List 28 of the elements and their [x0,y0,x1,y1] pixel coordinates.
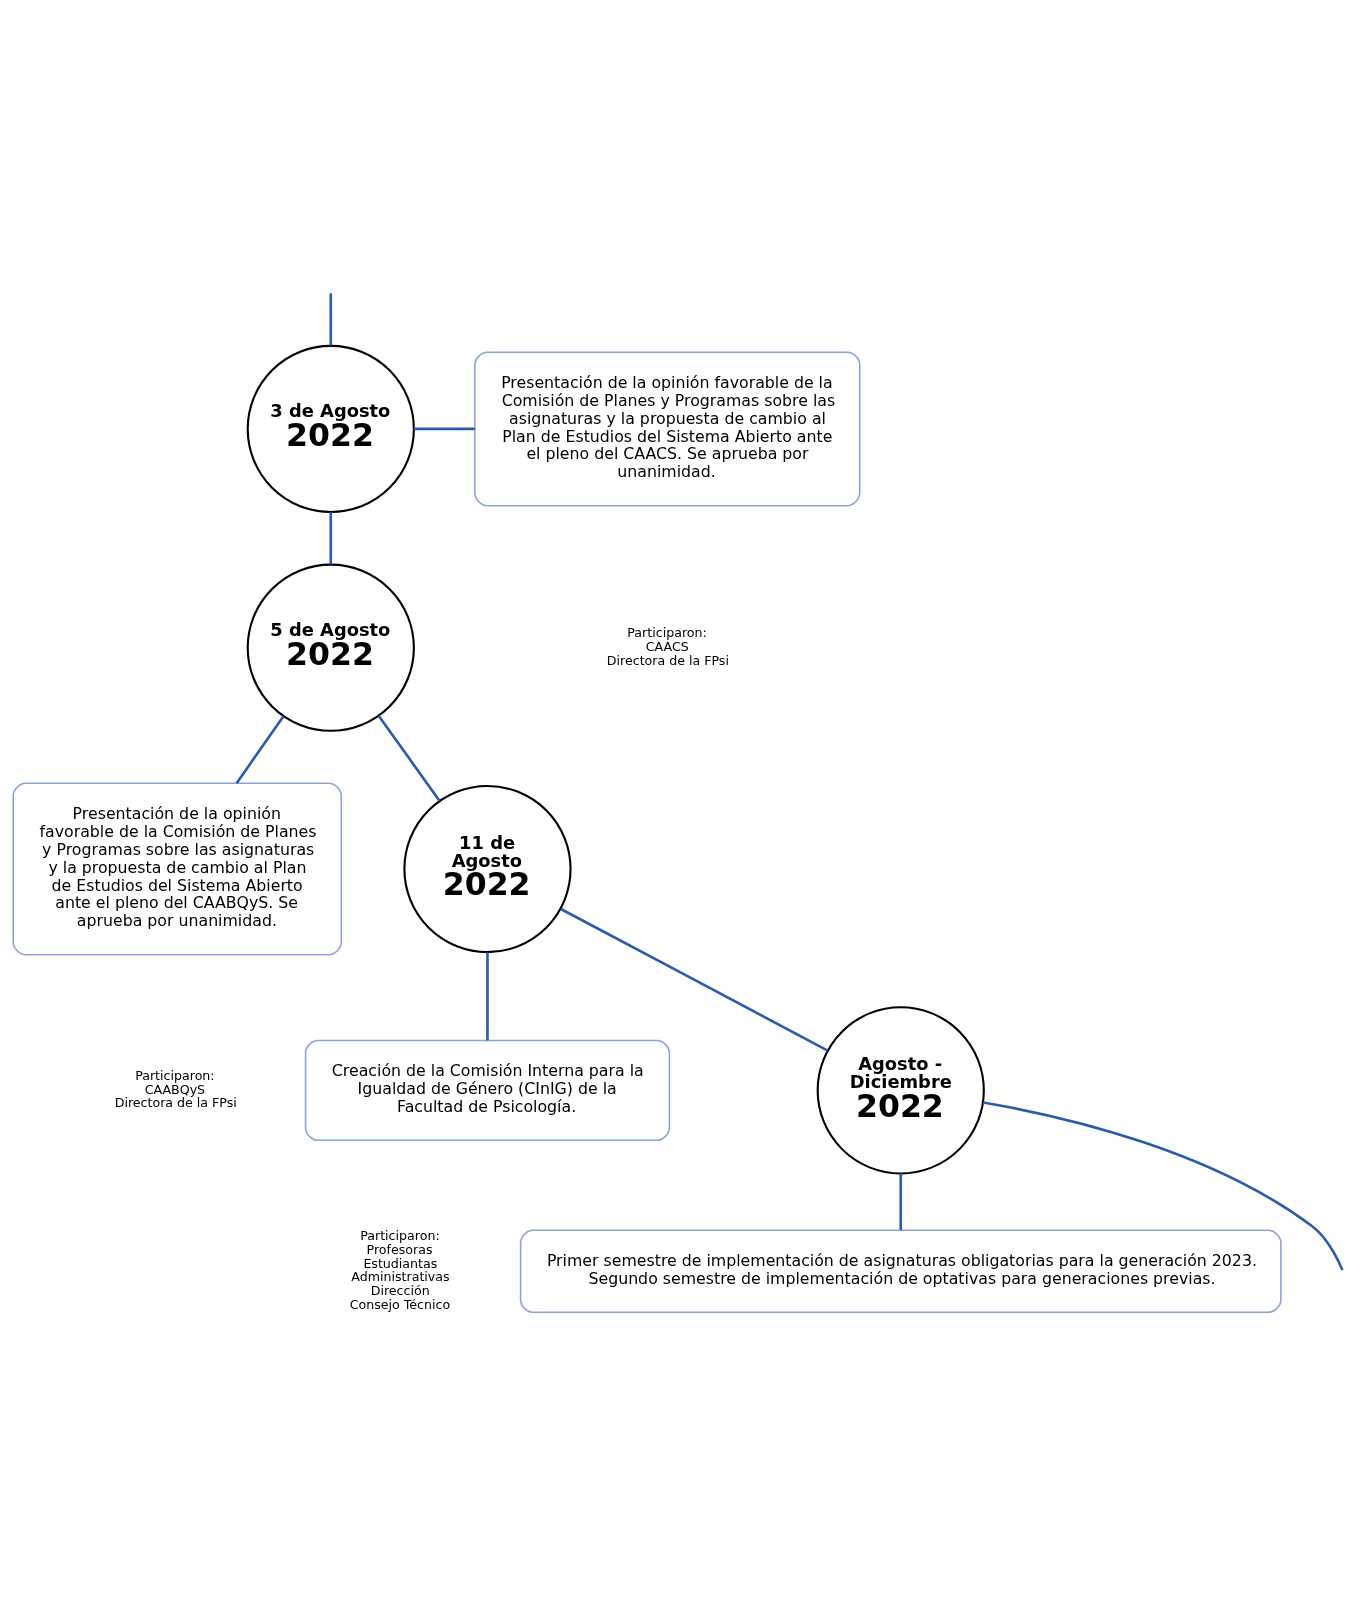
node-label: Administrativas [350,1269,450,1285]
node-label: Consejo Técnico [349,1296,450,1312]
node-circle: 11 de Agosto 2022 [402,784,572,954]
node-label: Estudiantas [362,1255,437,1271]
node-label: Participaron: [134,1067,215,1083]
connector [413,427,475,431]
node-circle: Agosto - Diciembre 2022 [816,1006,985,1175]
node-circle: 3 de Agosto 2022 [246,344,415,514]
connector [235,715,285,784]
node-label: Dirección [370,1283,430,1299]
node-label: CAABQyS [144,1081,205,1097]
node-label: Directora de la FPsi [606,652,729,668]
connector [485,952,489,1041]
node-label: Participaron: [626,625,707,641]
node-circle: 5 de Agosto 2022 [246,563,415,732]
connector [898,1173,902,1231]
node-label: Profesoras [366,1242,433,1258]
node-box: Presentación de la opinión favorable de la Comisión de Planes y Programas sobre las asignaturas y la propuesta de cambio al Plan de Estudios del Sistema Abierto ante el pleno del CAACS. Se aprueba por unanimidad. [473,351,861,507]
node-box: Creación de la Comisión Interna para la Igualdad de Género (CInIG) de la Facultad de Psicología. [304,1039,670,1142]
connector [377,714,441,802]
connector [982,1101,1344,1271]
connector [559,907,828,1052]
connector [328,293,332,346]
connector [328,512,332,565]
node-label: Participaron: [359,1228,440,1244]
node-label: Directora de la FPsi [114,1095,237,1111]
node-box: Presentación de la opinión favorable de la Comisión de Planes y Programas sobre las asignaturas y la propuesta de cambio al Plan de Estudios del Sistema Abierto ante el pleno del CAABQyS. Se aprueba por unanimidad. [11,782,342,956]
node-box: Primer semestre de implementación de asignaturas obligatorias para la generación 2023. Segundo semestre de implementación de optativas para generaciones previas. [519,1229,1282,1314]
